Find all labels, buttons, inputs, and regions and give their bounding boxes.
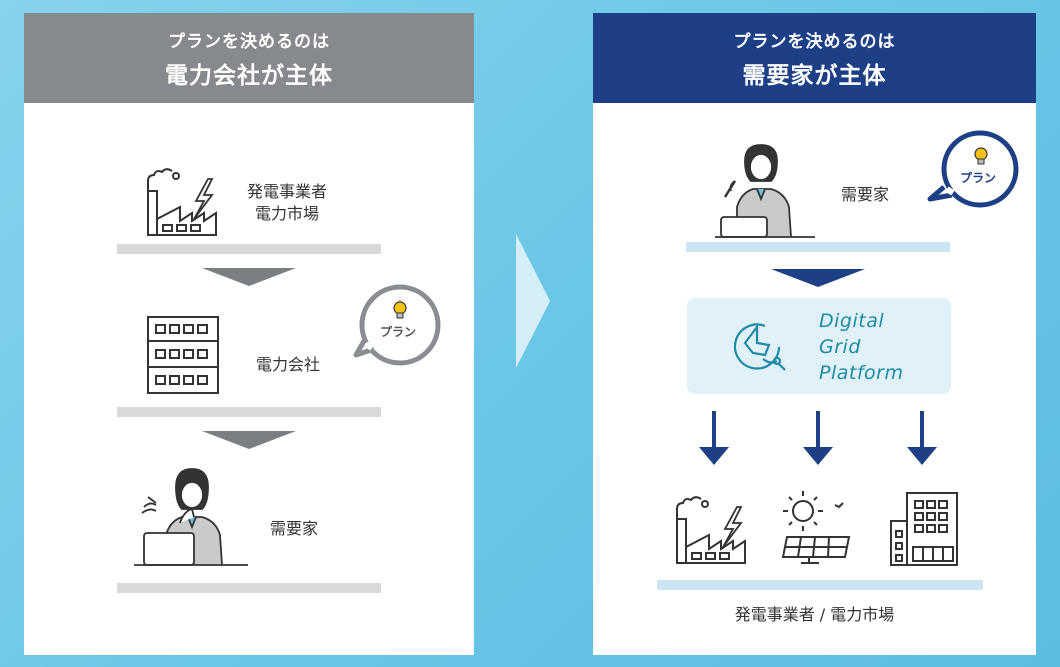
left-bar-2 bbox=[117, 407, 381, 417]
right-header-line2: 需要家が主体 bbox=[742, 62, 887, 89]
platform-line1: Digital bbox=[819, 310, 885, 332]
generator-label-line2: 電力市場 bbox=[255, 204, 320, 223]
plan-bubble bbox=[927, 130, 1019, 208]
building-icon bbox=[147, 316, 219, 394]
digital-grid-platform-box: Digital Grid Platform bbox=[687, 298, 951, 394]
generator-label-line1: 発電事業者 bbox=[247, 182, 328, 201]
left-panel: プランを決めるのは 電力会社が主体 発電事業者 電力市場 電力会社 bbox=[24, 13, 474, 655]
consumer-label: 需要家 bbox=[841, 185, 890, 204]
left-header-line1: プランを決めるのは bbox=[168, 31, 330, 52]
left-bar-1 bbox=[117, 244, 381, 254]
person-laptop-icon bbox=[134, 468, 248, 566]
arrow-down-icon bbox=[803, 411, 833, 465]
factory-icon bbox=[147, 168, 217, 236]
arrow-down-icon bbox=[202, 431, 296, 449]
lightbulb-icon bbox=[393, 300, 407, 319]
lightbulb-icon bbox=[974, 147, 988, 165]
generator-label: 発電事業者 電力市場 bbox=[247, 181, 327, 225]
left-panel-header: プランを決めるのは 電力会社が主体 bbox=[24, 13, 474, 103]
arrow-down-icon bbox=[202, 268, 296, 286]
person-laptop-icon bbox=[715, 144, 815, 238]
solar-panel-icon bbox=[781, 491, 851, 564]
right-header-line1: プランを決めるのは bbox=[733, 31, 896, 52]
right-bubble-text: プラン bbox=[960, 171, 997, 185]
factory-icon bbox=[676, 496, 746, 564]
plan-bubble bbox=[353, 284, 441, 366]
arrow-down-icon bbox=[699, 411, 729, 465]
arrow-down-icon bbox=[907, 411, 937, 465]
right-bar-1 bbox=[686, 242, 950, 252]
left-bar-3 bbox=[117, 583, 381, 593]
arrow-down-icon bbox=[771, 269, 865, 287]
right-panel: プランを決めるのは 需要家が主体 需要家 プラン Di bbox=[593, 13, 1036, 655]
right-bar-2 bbox=[657, 580, 983, 590]
digital-grid-logo-icon bbox=[733, 323, 786, 371]
building-icon bbox=[890, 492, 958, 566]
utility-label: 電力会社 bbox=[256, 355, 321, 374]
platform-line3: Platform bbox=[819, 362, 904, 384]
right-panel-header: プランを決めるのは 需要家が主体 bbox=[593, 13, 1036, 103]
chevron-right-icon bbox=[516, 234, 550, 368]
consumer-label: 需要家 bbox=[270, 519, 319, 538]
left-header-line2: 電力会社が主体 bbox=[165, 62, 333, 89]
platform-line2: Grid bbox=[819, 336, 861, 358]
generator-market-label: 発電事業者 / 電力市場 bbox=[734, 605, 895, 624]
left-bubble-text: プラン bbox=[380, 325, 417, 339]
